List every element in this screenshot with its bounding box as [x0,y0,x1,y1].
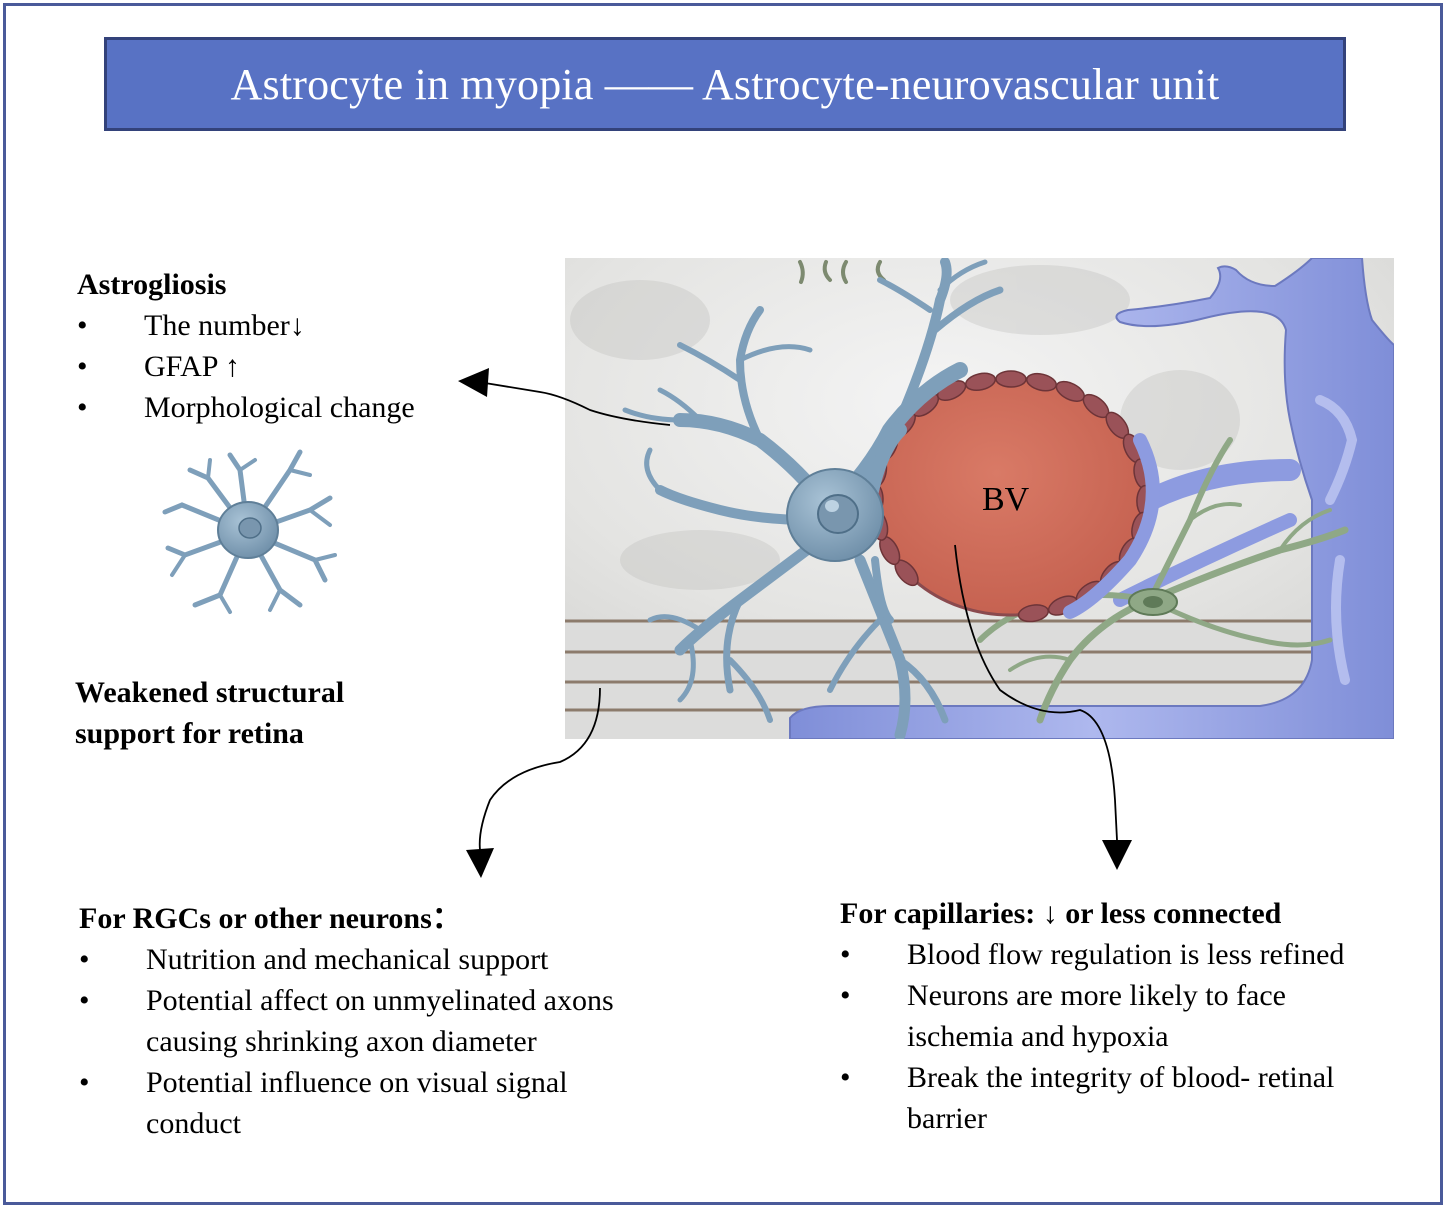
bullet-text: causing shrinking axon diameter [146,1025,537,1058]
bullet-marker: • [77,309,88,342]
rgc-item-2-line-1: • Potential affect on unmyelinated axons [79,980,614,1021]
bullet-text: Neurons are more likely to face [907,979,1286,1012]
bullet-marker: • [77,350,88,383]
connector-arrows [478,382,1118,851]
astrogliosis-item-3: • Morphological change [77,387,415,428]
rgc-item-1: • Nutrition and mechanical support [79,939,614,980]
endfoot [1017,604,1049,623]
astrogliosis-heading: Astrogliosis [77,268,227,301]
bullet-text: Nutrition and mechanical support [146,943,549,976]
capillaries-item-2-line-1: • Neurons are more likely to face [840,975,1344,1016]
page-title: Astrocyte in myopia —— Astrocyte-neurova… [230,59,1220,109]
reactive-astrocyte-icon [162,449,337,614]
bullet-marker: • [79,1066,90,1099]
capillaries-block: For capillaries: ↓ or less connected • Bl… [840,893,1344,1139]
bullet-text: Break the integrity of blood- retinal [907,1061,1335,1094]
structural-line-1: Weakened structural [75,676,345,709]
arrowheads [458,368,1132,878]
rgc-item-2-line-2: causing shrinking axon diameter [79,1021,614,1062]
capillaries-item-1: • Blood flow regulation is less refined [840,934,1344,975]
figure-frame [3,3,1443,1205]
rgc-heading: For RGCs or other neurons： [79,902,462,935]
bullet-text: Potential affect on unmyelinated axons [146,984,614,1017]
arrowhead-capillaries [1102,840,1132,870]
bullet-marker: • [77,391,88,424]
bullet-text: conduct [146,1107,241,1140]
rgc-block: For RGCs or other neurons： • Nutrition an… [79,898,614,1144]
arrowhead-left [458,368,489,397]
microglia [977,437,1349,724]
astrogliosis-item-2: • GFAP ↑ [77,346,415,387]
bullet-marker: • [840,938,851,971]
astrogliosis-item-1: • The number↓ [77,305,415,346]
arrow-to-rgc [478,687,601,851]
bullet-text: barrier [907,1102,987,1135]
bullet-text: GFAP ↑ [144,350,240,383]
bullet-text: Morphological change [144,391,415,424]
capillaries-list: • Blood flow regulation is less refined • N… [840,934,1344,1139]
capillaries-item-3-line-1: • Break the integrity of blood- retinal [840,1057,1344,1098]
bullet-text: Potential influence on visual signal [146,1066,568,1099]
capillaries-item-3-line-2: barrier [840,1098,1344,1139]
astrogliosis-list: • The number↓ • GFAP ↑ • Morphological change [77,305,415,428]
rgc-list: • Nutrition and mechanical support • Potent… [79,939,614,1144]
top-fibers [798,260,886,284]
rgc-item-3-line-2: conduct [79,1103,614,1144]
bullet-text: Blood flow regulation is less refined [907,938,1345,971]
structural-line-2: support for retina [75,717,304,750]
capillaries-item-2-line-2: ischemia and hypoxia [840,1016,1344,1057]
neurovascular-panel [565,258,1394,739]
bullet-text: ischemia and hypoxia [907,1020,1169,1053]
bullet-text: The number↓ [144,309,305,342]
title-banner: Astrocyte in myopia —— Astrocyte-neurova… [104,37,1346,131]
bullet-marker: • [79,984,90,1017]
rgc-item-3-line-1: • Potential influence on visual signal [79,1062,614,1103]
capillaries-heading: For capillaries: ↓ or less connected [840,897,1282,930]
structural-support-text: Weakened structural support for retina [75,672,344,754]
tissue-texture [570,265,1240,590]
vessel-label: BV [982,481,1030,518]
endfoot [995,370,1027,388]
bullet-marker: • [840,1061,851,1094]
astrocyte [622,258,1004,739]
bullet-marker: • [840,979,851,1012]
arrow-to-capillaries [954,544,1118,841]
arrowhead-rgc [466,848,494,878]
astrogliosis-block: Astrogliosis • The number↓ • GFAP ↑ • Morphol… [77,264,415,428]
capillary [789,258,1394,739]
endfoot [965,372,996,392]
arrow-to-astrogliosis [484,382,671,426]
bullet-marker: • [79,943,90,976]
